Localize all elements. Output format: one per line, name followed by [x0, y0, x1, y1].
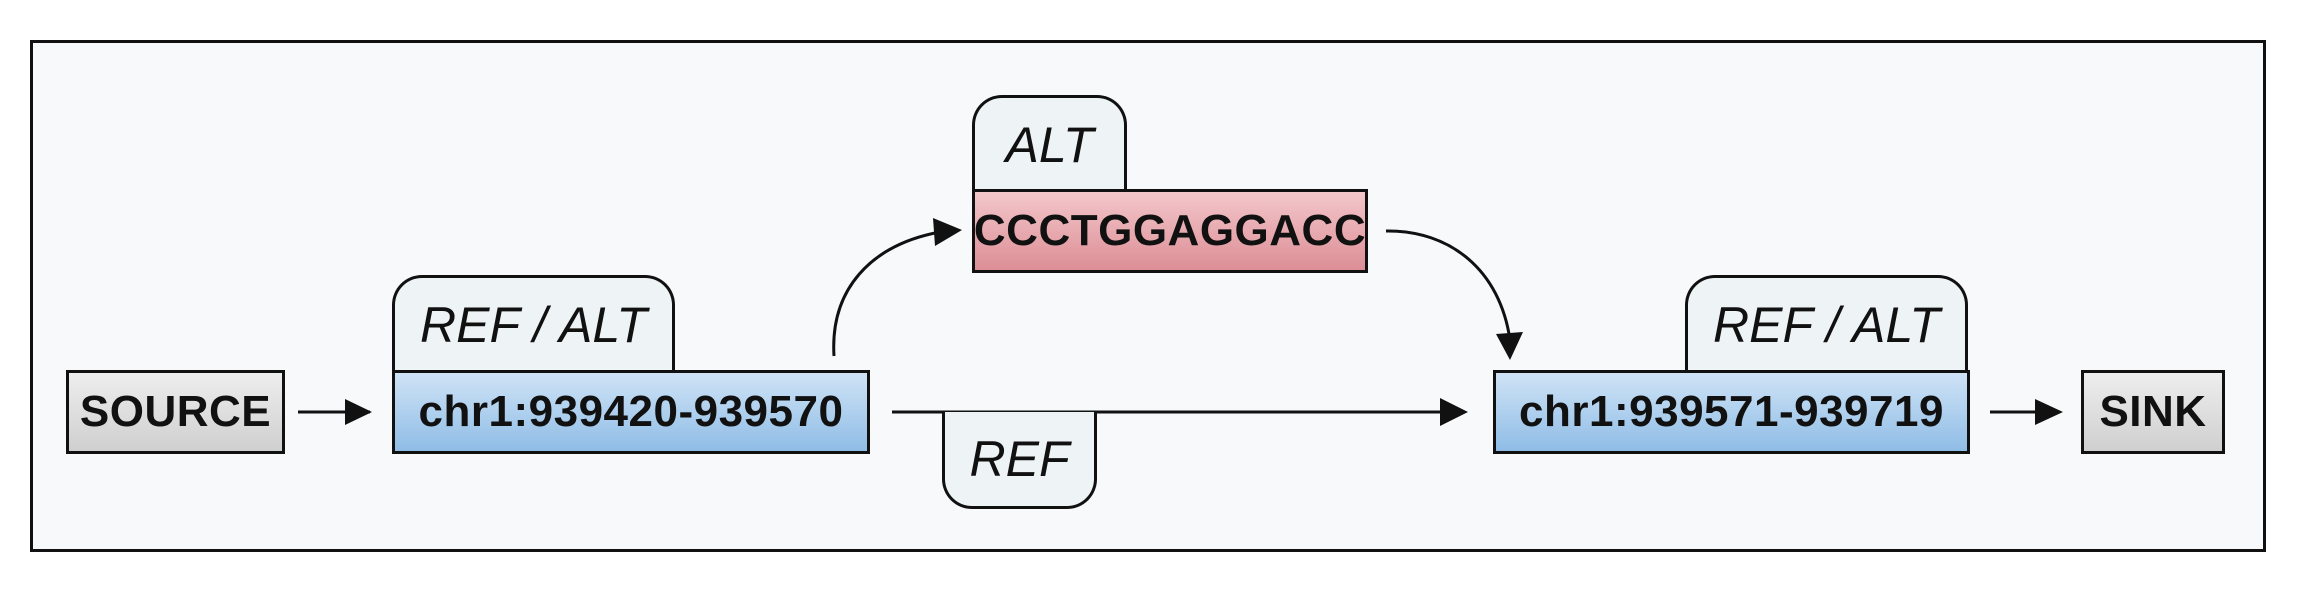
- tag-segment2-ref-alt: REF / ALT: [1685, 275, 1968, 372]
- edge-alt-out: [1385, 229, 1512, 341]
- segment-node-1: chr1:939420-939570: [392, 370, 870, 454]
- arrowhead-ref: [1440, 398, 1468, 426]
- arrowhead-alt-in: [933, 218, 962, 246]
- edge-alt-in: [832, 230, 941, 357]
- tag-segment1-ref-alt: REF / ALT: [392, 275, 675, 372]
- arrowhead-source-to-segment1: [345, 399, 372, 425]
- arrowhead-alt-out: [1496, 332, 1523, 360]
- tag-ref-edge: REF: [942, 412, 1097, 509]
- source-node: SOURCE: [66, 370, 285, 454]
- segment-node-2: chr1:939571-939719: [1493, 370, 1970, 454]
- tag-alt: ALT: [972, 95, 1127, 192]
- arrowhead-segment2-to-sink: [2035, 399, 2063, 425]
- sink-node: SINK: [2081, 370, 2225, 454]
- alt-sequence-node: CCCTGGAGGACC: [972, 189, 1368, 273]
